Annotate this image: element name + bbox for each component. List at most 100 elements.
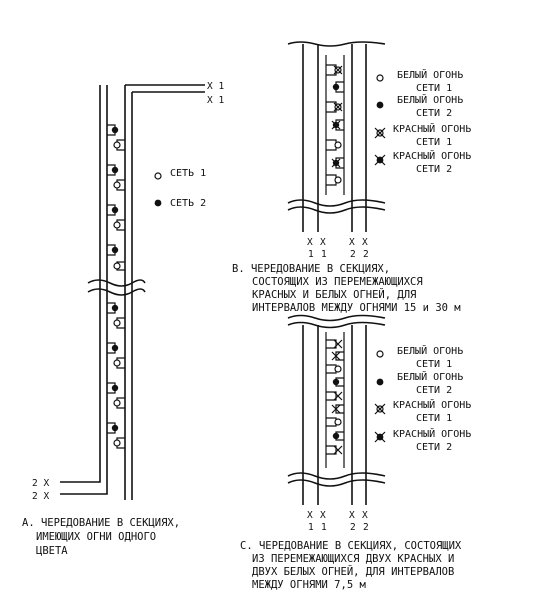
a-lamp-net2 [111, 166, 119, 174]
c-lamp-cross [331, 404, 341, 414]
a-lamp-loops-upper [107, 124, 125, 271]
diagram-c: X X X X 1 1 2 2 БЕЛЫЙ ОГОНЬ СЕТИ 1 БЕЛЫЙ… [240, 314, 471, 591]
b-legend-2-line2: СЕТИ 2 [416, 108, 452, 119]
c-legend-4-line1: КРАСНЫЙ ОГОНЬ [393, 427, 471, 440]
a-terminal-bottom-2: 2 X [32, 491, 49, 502]
c-caption-line-3: ДВУХ БЕЛЫХ ОГНЕЙ, ДЛЯ ИНТЕРВАЛОВ [252, 565, 454, 578]
c-terminal-num-2: 1 [321, 522, 327, 533]
c-lamp-white-net1 [334, 365, 342, 373]
a-break-line [87, 279, 146, 296]
b-lamp-white-net1 [334, 141, 342, 149]
b-lamp-white-net1 [334, 176, 342, 184]
b-lamps [331, 65, 343, 184]
c-terminal-num-4: 2 [363, 522, 369, 533]
b-legend-3-line1: КРАСНЫЙ ОГОНЬ [393, 122, 471, 135]
b-caption-line-1: В. ЧЕРЕДОВАНИЕ В СЕКЦИЯХ, [232, 263, 390, 275]
b-lamp-cross [331, 158, 341, 168]
c-lamp-cross [331, 351, 341, 361]
a-lamp-net2 [111, 206, 119, 214]
c-lamp-cross [333, 445, 343, 455]
c-legend-2-line1: БЕЛЫЙ ОГОНЬ [397, 370, 463, 383]
a-caption-line-2: ИМЕЮЩИХ ОГНИ ОДНОГО [36, 531, 156, 543]
c-lamps [331, 339, 343, 455]
diagram-a: X 1 X 1 2 X 2 X СЕТЬ 1 СЕТЬ 2 А. ЧЕРЕДОВ… [22, 81, 224, 557]
b-lamp-cross [333, 65, 343, 75]
a-cable-left [60, 85, 101, 483]
b-legend-4-line2: СЕТИ 2 [416, 164, 452, 175]
b-legend-1-line2: СЕТИ 1 [416, 83, 452, 94]
c-lamp-cross [333, 339, 343, 349]
b-legend-1-line1: БЕЛЫЙ ОГОНЬ [397, 68, 463, 81]
a-lamp-net1 [113, 221, 121, 229]
a-terminal-bottom-1: 2 X [32, 478, 49, 489]
c-legend-cross-icon [374, 403, 386, 415]
a-lamp-net1 [113, 359, 121, 367]
b-terminal-x-2: X [320, 237, 326, 248]
b-break-top [287, 41, 386, 47]
c-legend-4-line2: СЕТИ 2 [416, 442, 452, 453]
b-caption-line-2: СОСТОЯЩИХ ИЗ ПЕРЕМЕЖАЮЩИХСЯ [252, 276, 423, 288]
c-caption-line-1: С. ЧЕРЕДОВАНИЕ В СЕКЦИЯХ, СОСТОЯЩИХ [240, 540, 462, 552]
c-terminal-num-3: 2 [350, 522, 356, 533]
c-lamp-white-net2 [332, 378, 340, 386]
c-terminal-x-1: X [307, 510, 313, 521]
b-caption-line-3: КРАСНЫХ И БЕЛЫХ ОГНЕЙ, ДЛЯ [252, 288, 416, 301]
b-lamp-cross [331, 120, 341, 130]
a-lamp-net2 [111, 246, 119, 254]
b-caption-line-4: ИНТЕРВАЛОВ МЕЖДУ ОГНЯМИ 15 и 30 м [252, 302, 461, 314]
c-caption-line-2: ИЗ ПЕРЕМЕЖАЮЩИХСЯ ДВУХ КРАСНЫХ И [252, 553, 454, 565]
a-lamp-loops-lower [107, 302, 125, 449]
c-legend-filled-circle [376, 378, 384, 386]
a-legend-filled-circle [154, 199, 162, 207]
c-legend-1-line2: СЕТИ 1 [416, 359, 452, 370]
a-caption-line-1: А. ЧЕРЕДОВАНИЕ В СЕКЦИЯХ, [22, 517, 180, 529]
a-lamp-net1 [113, 262, 121, 270]
a-terminal-top-1: X 1 [207, 81, 224, 92]
c-terminal-x-3: X [349, 510, 355, 521]
a-lamp-net1 [113, 141, 121, 149]
b-lamp-cross [333, 102, 343, 112]
b-terminal-num-3: 2 [350, 249, 356, 260]
c-legend-1-line1: БЕЛЫЙ ОГОНЬ [397, 344, 463, 357]
a-lamp-net2 [111, 384, 119, 392]
b-terminal-x-3: X [349, 237, 355, 248]
c-break-top [287, 314, 386, 329]
a-lamp-net2 [111, 424, 119, 432]
b-break-bottom [287, 199, 386, 214]
a-terminal-top-2: X 1 [207, 95, 224, 106]
b-inner-conductor [325, 55, 345, 195]
c-legend-cross-icon [374, 431, 386, 443]
c-legend-2-line2: СЕТИ 2 [416, 385, 452, 396]
a-lamp-net2 [111, 304, 119, 312]
a-legend-net2: СЕТЬ 2 [170, 198, 206, 209]
a-legend-open-circle [154, 172, 162, 180]
b-terminal-x-4: X [362, 237, 368, 248]
b-legend-3-line2: СЕТИ 1 [416, 137, 452, 148]
c-caption-line-4: МЕЖДУ ОГНЯМИ 7,5 м [252, 579, 366, 591]
b-legend-cross-icon [374, 127, 386, 139]
a-lamp-net1 [113, 319, 121, 327]
c-lamp-white-net2 [332, 432, 340, 440]
diagram-b: X X X X 1 1 2 2 БЕЛЫЙ ОГОНЬ СЕТИ 1 БЕЛЫЙ… [232, 41, 471, 314]
c-terminal-x-4: X [362, 510, 368, 521]
a-cable-inner-left [60, 85, 108, 495]
b-terminal-x-1: X [307, 237, 313, 248]
b-legend-cross-icon [374, 154, 386, 166]
b-terminal-num-2: 1 [321, 249, 327, 260]
c-lamp-white-net1 [334, 418, 342, 426]
a-lamp-net2 [111, 344, 119, 352]
b-lamp-white-net2 [332, 83, 340, 91]
c-break-bottom [287, 472, 386, 487]
a-lamp-net2 [111, 126, 119, 134]
c-lamp-cross [333, 391, 343, 401]
c-terminal-x-2: X [320, 510, 326, 521]
b-terminal-num-1: 1 [308, 249, 314, 260]
c-legend-3-line1: КРАСНЫЙ ОГОНЬ [393, 398, 471, 411]
c-terminal-num-1: 1 [308, 522, 314, 533]
a-lamp-net1 [113, 439, 121, 447]
b-terminal-num-4: 2 [363, 249, 369, 260]
b-legend-filled-circle [376, 101, 384, 109]
c-legend-open-circle [376, 350, 384, 358]
a-lamp-net1 [113, 181, 121, 189]
